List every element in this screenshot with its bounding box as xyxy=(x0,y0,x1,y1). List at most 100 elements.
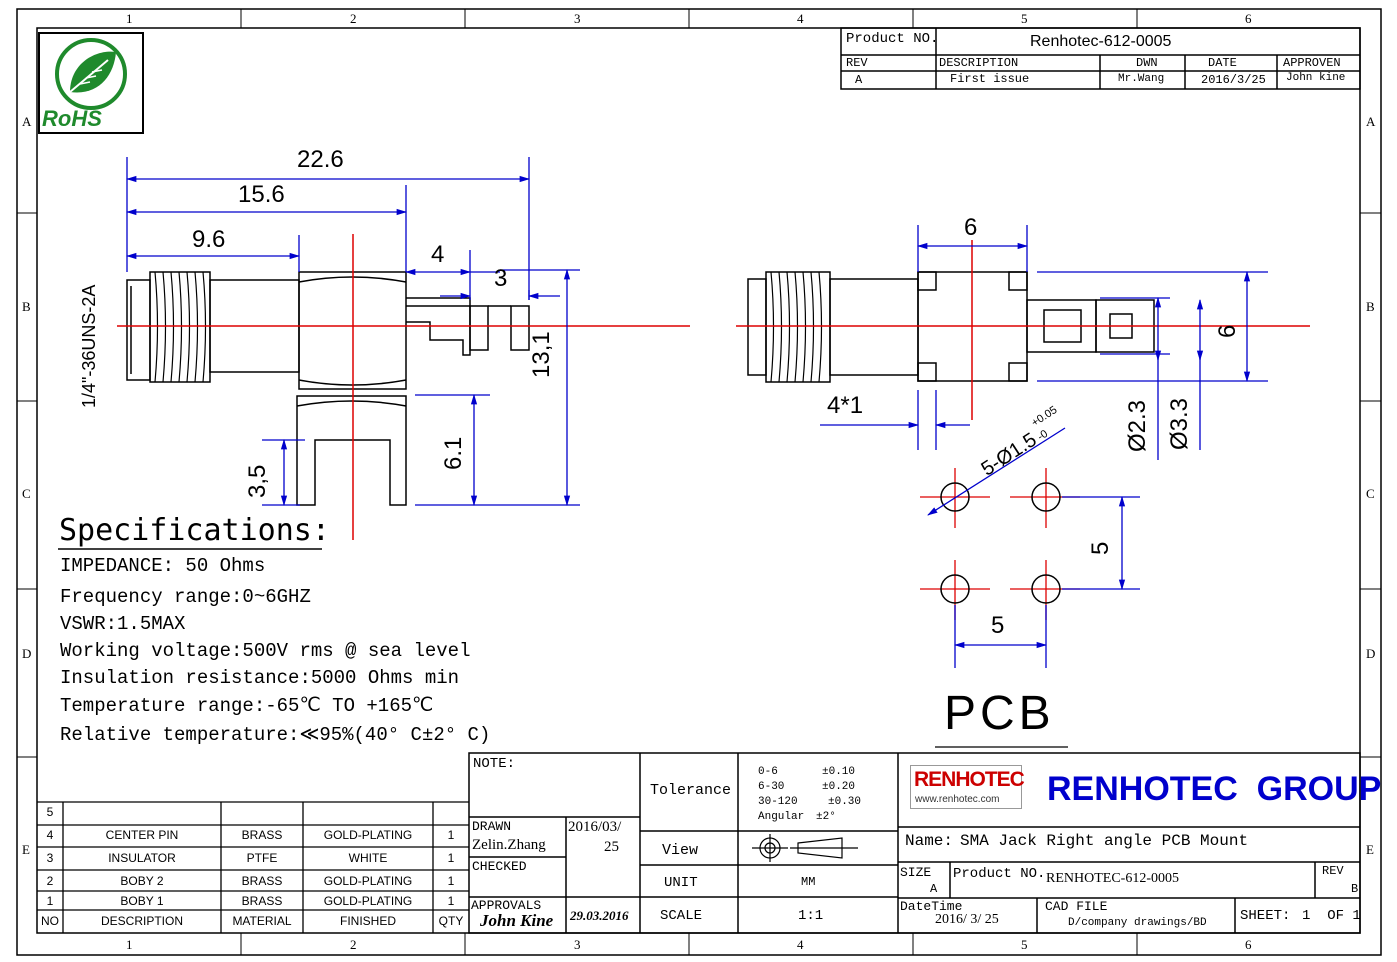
tb-size-label: SIZE xyxy=(900,865,932,880)
bom-row-3-finished: WHITE xyxy=(348,851,388,865)
tb-sheet-value: 1 OF 1 xyxy=(1302,908,1361,924)
bom-row-3-no: 3 xyxy=(46,851,54,865)
grid-row-a: A xyxy=(22,114,32,129)
spec-line-vswr: VSWR:1.5MAX xyxy=(60,613,186,635)
spec-line-voltage: Working voltage:500V rms @ sea level xyxy=(60,640,471,662)
bom-row-3-material: PTFE xyxy=(246,851,278,865)
bom-row-3-qty: 1 xyxy=(447,851,455,865)
tb-rev-value: B xyxy=(1351,882,1359,896)
dim-pcb-5-horizontal: 5 xyxy=(991,612,1005,639)
grid-col-3-bottom: 3 xyxy=(574,937,581,952)
tb-name-value: SMA Jack Right angle PCB Mount xyxy=(960,832,1249,850)
tb-drawn-date-1: 2016/03/ xyxy=(568,819,622,835)
tb-tol-range-1: 0-6 xyxy=(758,766,778,778)
header-date-label: DATE xyxy=(1208,56,1237,70)
dim-6-1: 6.1 xyxy=(440,436,467,470)
bom-row-1-finished: GOLD-PLATING xyxy=(323,894,413,908)
grid-row-e-right: E xyxy=(1366,842,1374,857)
tb-checked-label: CHECKED xyxy=(472,859,527,874)
tb-view-label: View xyxy=(662,842,699,859)
grid-row-d: D xyxy=(22,646,32,661)
tb-datetime-label: DateTime xyxy=(900,899,963,914)
tb-size-value: A xyxy=(930,882,938,896)
dim-3: 3 xyxy=(494,265,508,292)
bom-row-4-material: BRASS xyxy=(241,828,283,842)
tb-sheet-label: SHEET: xyxy=(1240,908,1291,924)
bom-row-4-no: 4 xyxy=(46,828,54,842)
bom-row-4-qty: 1 xyxy=(447,828,455,842)
tb-name-label: Name: xyxy=(905,832,954,850)
header-product-no-label: Product NO. xyxy=(846,31,939,47)
tb-tol-value-1: ±0.10 xyxy=(822,766,856,778)
spec-line-frequency: Frequency range:0~6GHZ xyxy=(60,586,311,608)
dim-dia-2-3: Ø2.3 xyxy=(1124,399,1151,452)
tb-rev-label: REV xyxy=(1322,864,1344,878)
bom-row-1-material: BRASS xyxy=(241,894,283,908)
header-date-value: 2016/3/25 xyxy=(1201,73,1266,87)
bom-header-qty: QTY xyxy=(438,914,464,928)
thread-spec-label: 1/4"-36UNS-2A xyxy=(79,284,99,408)
rohs-logo: RoHS xyxy=(38,32,144,134)
pcb-holes xyxy=(920,468,1080,620)
bom-row-2-no: 2 xyxy=(46,874,54,888)
outer-frame xyxy=(16,8,1382,956)
side-view-dimensions xyxy=(125,157,580,507)
side-view-centerlines xyxy=(117,234,690,540)
spec-line-relative-temp: Relative temperature:≪95%(40° C±2° C) xyxy=(60,724,491,746)
spec-line-insulation: Insulation resistance:5000 Ohms min xyxy=(60,667,460,689)
tb-tol-range-3: 30-120 xyxy=(758,796,798,808)
grid-col-1-bottom: 1 xyxy=(126,937,133,952)
bom-header-no: NO xyxy=(41,914,59,928)
tb-tol-value-2: ±0.20 xyxy=(822,781,856,793)
header-dwn-value: Mr.Wang xyxy=(1118,73,1165,85)
header-approven-value: John kine xyxy=(1286,72,1346,84)
dim-front-6-top: 6 xyxy=(964,214,978,241)
dim-4: 4 xyxy=(431,241,445,268)
bom-header-description: DESCRIPTION xyxy=(100,914,183,928)
header-approven-label: APPROVEN xyxy=(1283,56,1341,70)
bom-row-5-no: 5 xyxy=(46,805,54,819)
grid-col-2: 2 xyxy=(350,11,357,26)
company-url: www.renhotec.com xyxy=(915,794,1000,805)
tb-tol-value-4: ±2° xyxy=(816,811,836,823)
bom-row-4-finished: GOLD-PLATING xyxy=(323,828,413,842)
company-name: RENHOTEC GROUP xyxy=(1047,770,1382,808)
header-block-lines xyxy=(840,27,1361,90)
tb-tol-value-3: ±0.30 xyxy=(828,796,862,808)
tb-scale-value: 1:1 xyxy=(798,908,824,924)
tb-approvals-label: APPROVALS xyxy=(471,898,542,913)
tb-note-label: NOTE: xyxy=(473,756,516,772)
tb-cad-value: D/company drawings/BD xyxy=(1068,917,1207,929)
dim-dia-3-3: Ø3.3 xyxy=(1166,397,1193,450)
header-rev-value: A xyxy=(855,73,863,87)
front-view-centerlines xyxy=(736,240,1310,420)
dim-4x1: 4*1 xyxy=(827,392,864,419)
tb-product-no-value: RENHOTEC-612-0005 xyxy=(1046,871,1179,886)
bom-row-4-description: CENTER PIN xyxy=(105,828,179,842)
dim-9-6: 9.6 xyxy=(192,226,226,253)
tb-scale-label: SCALE xyxy=(660,908,703,924)
tb-approvals-date: 29.03.2016 xyxy=(570,908,629,923)
tb-tol-range-4: Angular xyxy=(758,811,805,823)
grid-row-a-right: A xyxy=(1366,114,1376,129)
pcb-title: PCB xyxy=(944,687,1055,740)
dim-22-6: 22.6 xyxy=(297,146,344,173)
bom-header-finished: FINISHED xyxy=(339,914,396,928)
tb-unit-value: MM xyxy=(801,875,816,889)
grid-row-c: C xyxy=(22,486,31,501)
dim-front-6-right: 6 xyxy=(1214,324,1241,338)
title-block-lines xyxy=(468,752,1361,934)
dim-3-5: 3,5 xyxy=(244,464,271,498)
tb-product-no-label: Product NO. xyxy=(953,866,1046,882)
rohs-leaf-icon xyxy=(55,38,127,110)
rohs-text: RoHS xyxy=(42,106,102,131)
header-rev-label: REV xyxy=(846,56,868,70)
bom-row-1-no: 1 xyxy=(46,894,54,908)
grid-col-1: 1 xyxy=(126,11,133,26)
header-description-label: DESCRIPTION xyxy=(939,56,1019,70)
projection-view-symbol[interactable] xyxy=(752,834,858,862)
grid-col-5: 5 xyxy=(1021,11,1028,26)
bom-row-3-description: INSULATOR xyxy=(108,851,176,865)
dim-15-6: 15.6 xyxy=(238,181,285,208)
